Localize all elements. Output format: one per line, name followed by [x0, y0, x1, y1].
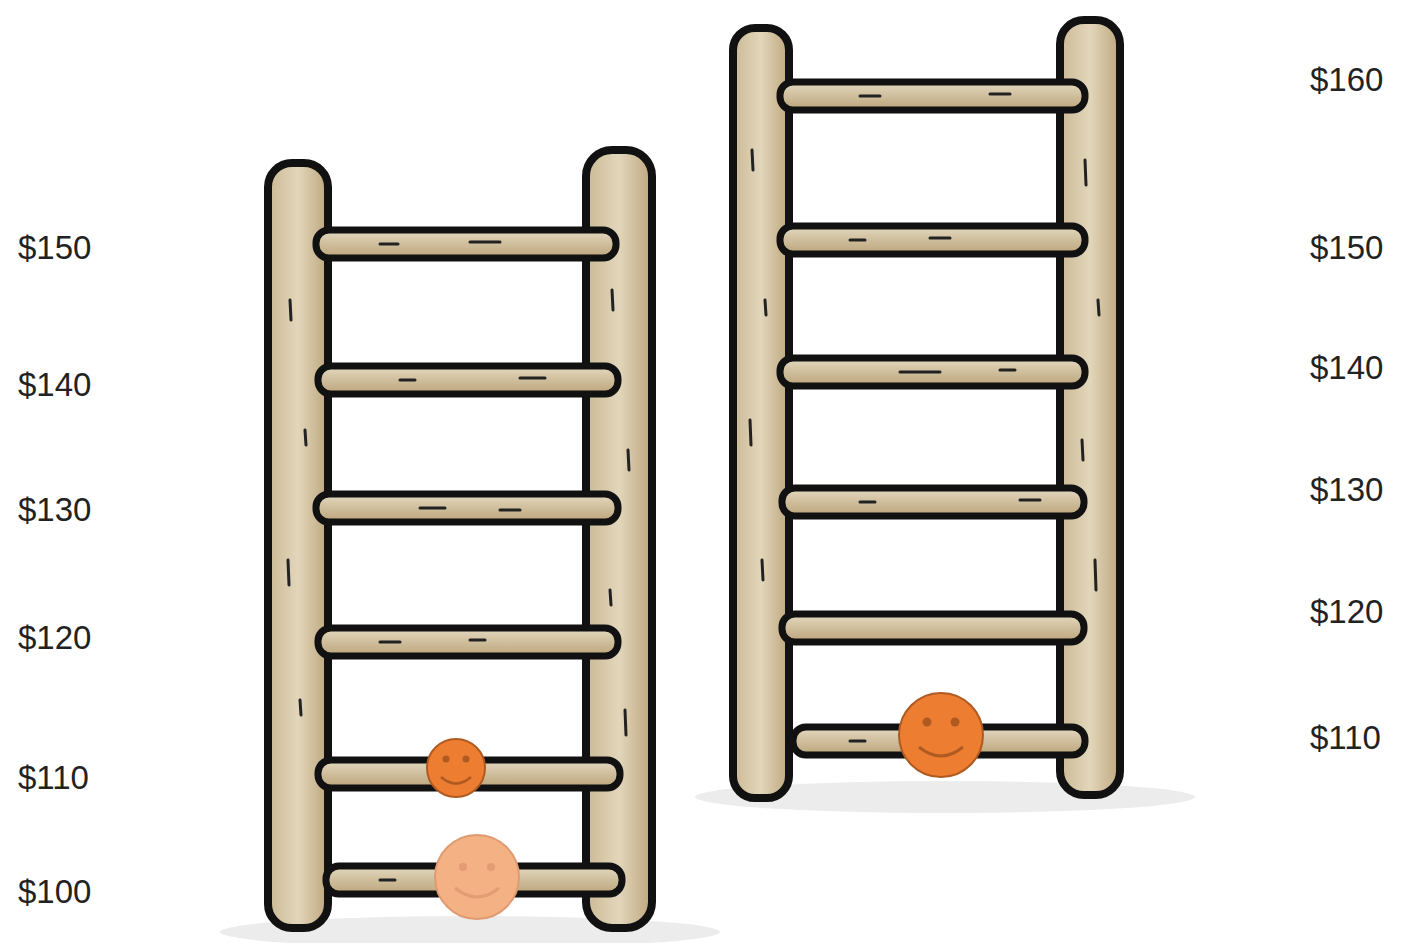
ladder-rail: [733, 28, 789, 798]
ladder-rail: [586, 150, 652, 928]
price-label: $160: [1310, 60, 1383, 100]
price-label: $130: [1310, 470, 1383, 510]
rung-grain: [380, 242, 545, 880]
smiley-dark: [899, 693, 983, 777]
ladder-rungs: [316, 230, 622, 894]
price-label: $140: [1310, 348, 1383, 388]
smiley-dark: [427, 739, 485, 797]
price-label: $110: [1310, 718, 1381, 758]
price-label: $150: [1310, 228, 1383, 268]
ladder-rungs: [780, 82, 1085, 755]
price-label: $120: [1310, 592, 1383, 632]
price-label: $150: [18, 228, 91, 268]
left-ladder: [268, 150, 652, 928]
price-label: $100: [18, 872, 91, 912]
ladder-rail: [1060, 20, 1120, 795]
right-ladder: [733, 20, 1120, 798]
ladder-rail: [268, 163, 328, 928]
smiley-light: [435, 835, 519, 919]
wood-grain: [750, 150, 1099, 590]
wood-grain: [288, 290, 629, 735]
price-label: $120: [18, 618, 91, 658]
price-label: $130: [18, 490, 91, 530]
rung-grain: [850, 94, 1040, 741]
price-label: $140: [18, 365, 91, 405]
price-label: $110: [18, 758, 89, 798]
